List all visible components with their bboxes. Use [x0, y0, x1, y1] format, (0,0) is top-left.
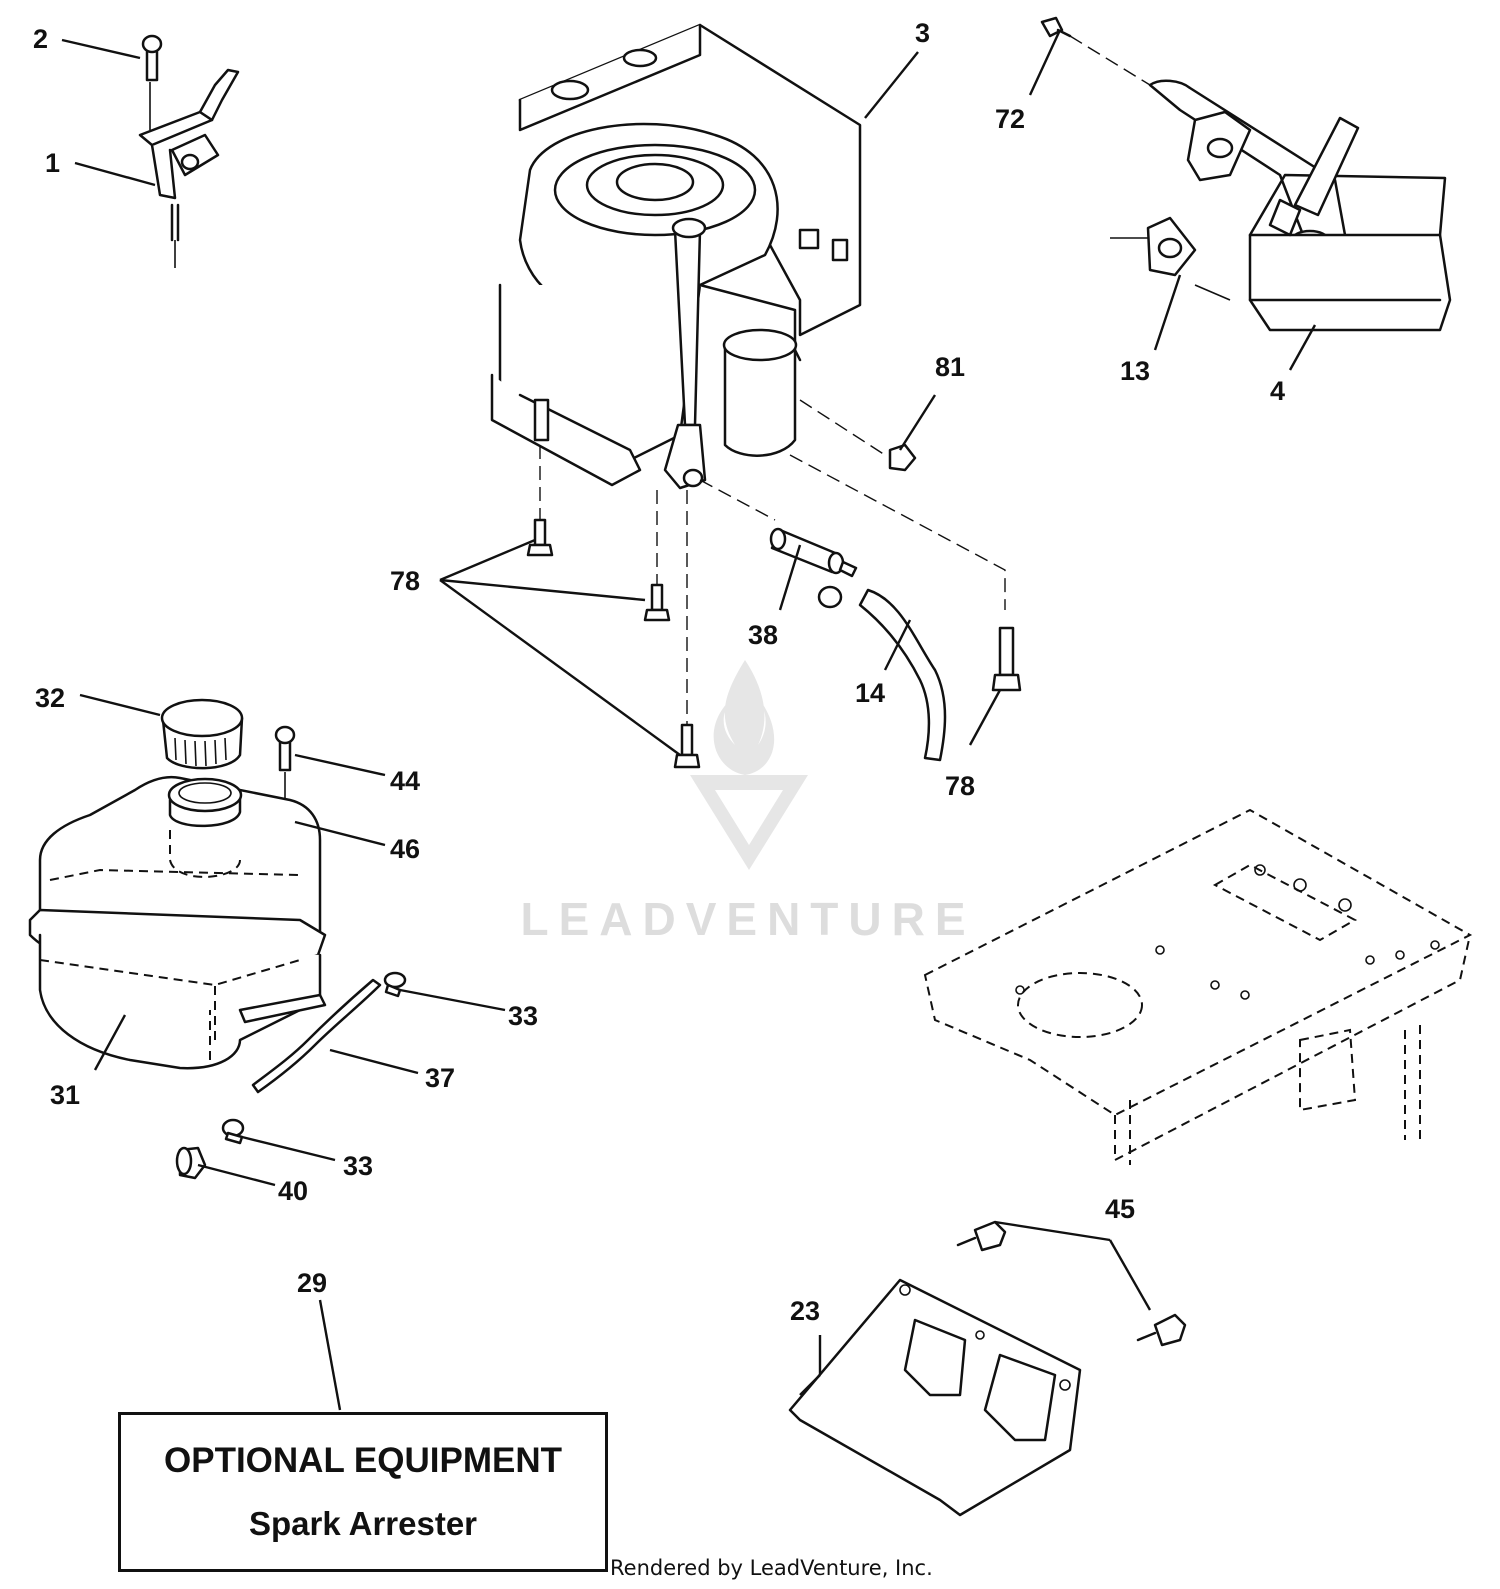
callout-4: 4: [1270, 376, 1285, 406]
callout-46: 46: [390, 834, 420, 864]
optional-equipment-title: OPTIONAL EQUIPMENT: [164, 1441, 562, 1480]
callout-38: 38: [748, 620, 778, 650]
exhaust-assembly: [1040, 16, 1452, 332]
callout-31: 31: [50, 1080, 80, 1110]
callout-32: 32: [35, 683, 65, 713]
callout-81: 81: [935, 352, 965, 382]
engine: [490, 23, 862, 490]
callout-14: 14: [855, 678, 885, 708]
watermark: LEADVENTURE: [520, 660, 975, 945]
watermark-text: LEADVENTURE: [520, 893, 975, 945]
fuel-cap: [160, 698, 244, 770]
callout-2: 2: [33, 24, 48, 54]
spark-arrester-label: Spark Arrester: [248, 1505, 478, 1542]
callout-78-right: 78: [945, 771, 975, 801]
leader-lines: [61, 29, 1317, 1411]
callout-45: 45: [1105, 1194, 1135, 1224]
callout-33-top: 33: [508, 1001, 538, 1031]
callout-numbers: 1 2 3 72 81 13 4 78 38 14 78 32 44 46 31…: [33, 18, 1285, 1326]
callout-40: 40: [278, 1176, 308, 1206]
mounting-frame: [923, 808, 1473, 1165]
fuel-tank: [28, 775, 327, 1070]
fasteners: [526, 399, 1022, 769]
callout-13: 13: [1120, 356, 1150, 386]
callout-37: 37: [425, 1063, 455, 1093]
callout-1: 1: [45, 148, 60, 178]
footer-credit: Rendered by LeadVenture, Inc.: [610, 1556, 933, 1580]
heat-shield-assembly: [788, 1220, 1187, 1517]
callout-72: 72: [995, 104, 1025, 134]
callout-3: 3: [915, 18, 930, 48]
watermark-v-icon: [690, 775, 808, 870]
watermark-flame-icon: [713, 660, 775, 775]
callout-44: 44: [390, 766, 420, 796]
throttle-control-assembly: [138, 34, 240, 268]
fuel-line-parts: [175, 971, 407, 1180]
callout-23: 23: [790, 1296, 820, 1326]
fuel-filter-assembly: [769, 527, 947, 762]
callout-33-bottom: 33: [343, 1151, 373, 1181]
callout-78-left: 78: [390, 566, 420, 596]
callout-29: 29: [297, 1268, 327, 1298]
optional-equipment-box: OPTIONAL EQUIPMENT Spark Arrester: [118, 1412, 608, 1572]
